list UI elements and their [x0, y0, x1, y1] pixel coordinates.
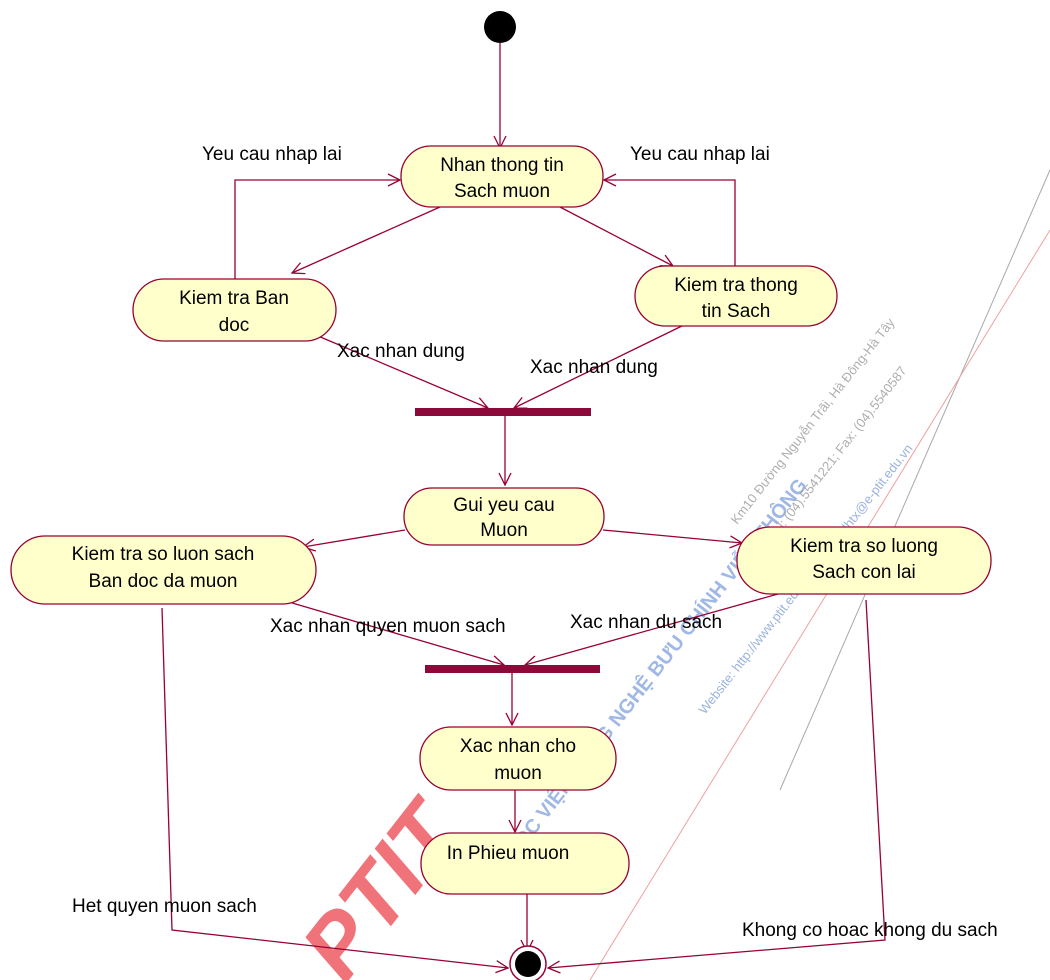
node-label: In Phieu muon — [447, 843, 570, 864]
node-label: Sach con lai — [812, 562, 916, 583]
node-label: Ban doc da muon — [89, 571, 238, 592]
activity-kiem-tra-thong-tin-sach: Kiem tra thong tin Sach — [634, 265, 838, 327]
initial-node — [484, 11, 516, 43]
sync-bar-1 — [415, 408, 591, 416]
node-label: Gui yeu cau — [453, 495, 554, 516]
node-label: tin Sach — [702, 301, 771, 322]
label-xac-nhan-dung-left: Xac nhan dung — [337, 341, 465, 362]
activity-gui-yeu-cau: Gui yeu cau Muon — [403, 487, 605, 546]
edge-retry-left — [234, 180, 400, 283]
watermark-rule — [589, 229, 1050, 980]
edge-retry-right — [604, 180, 736, 270]
edge-nhan-to-sach — [559, 206, 673, 266]
edge-luong-to-fork2 — [525, 593, 779, 665]
node-label: Xac nhan cho — [460, 736, 576, 757]
label-yeu-cau-left: Yeu cau nhap lai — [202, 144, 342, 165]
activity-kiem-tra-ban-doc: Kiem tra Ban doc — [132, 278, 337, 342]
node-label: Kiem tra Ban — [179, 288, 289, 309]
activity-nhan-thong-tin: Nhan thong tin Sach muon — [400, 145, 604, 208]
node-label: Kiem tra so luong — [790, 536, 938, 557]
final-node — [509, 945, 547, 980]
activity-kiem-tra-so-luong: Kiem tra so luong Sach con lai — [736, 526, 992, 595]
node-label: Muon — [480, 520, 528, 541]
node-label: doc — [219, 315, 250, 336]
node-label: Sach muon — [454, 181, 550, 202]
activity-xac-nhan-cho-muon: Xac nhan cho muon — [419, 726, 617, 791]
label-khong-co: Khong co hoac khong du sach — [742, 920, 998, 941]
node-label: Nhan thong tin — [440, 155, 564, 176]
node-label: Kiem tra so luon sach — [72, 544, 255, 565]
label-xac-nhan-dung-right: Xac nhan dung — [530, 357, 658, 378]
edge-luon-to-fork2 — [281, 599, 504, 665]
label-xac-nhan-quyen: Xac nhan quyen muon sach — [270, 616, 506, 637]
edge-labels: Yeu cau nhap lai Yeu cau nhap lai Xac nh… — [72, 144, 998, 941]
label-yeu-cau-right: Yeu cau nhap lai — [630, 144, 770, 165]
sync-bar-2 — [425, 665, 600, 673]
node-label: muon — [494, 763, 542, 784]
edge-sach-to-fork1 — [514, 322, 689, 408]
edge-het-quyen-to-end — [161, 607, 508, 968]
edge-bandoc-to-fork1 — [317, 335, 488, 408]
label-het-quyen: Het quyen muon sach — [72, 896, 257, 917]
edge-gui-to-luong — [602, 529, 742, 543]
watermark-rule — [779, 169, 1050, 791]
node-label: Kiem tra thong — [674, 275, 798, 296]
edge-nhan-to-bandoc — [292, 206, 441, 273]
activity-kiem-tra-so-luon-sach: Kiem tra so luon sach Ban doc da muon — [10, 535, 317, 605]
activity-in-phieu-muon: In Phieu muon — [420, 832, 630, 895]
edge-khong-co-to-end — [548, 599, 886, 968]
edge-gui-to-luon — [303, 529, 406, 547]
edges — [161, 43, 886, 968]
label-xac-nhan-du-sach: Xac nhan du sach — [570, 612, 722, 633]
